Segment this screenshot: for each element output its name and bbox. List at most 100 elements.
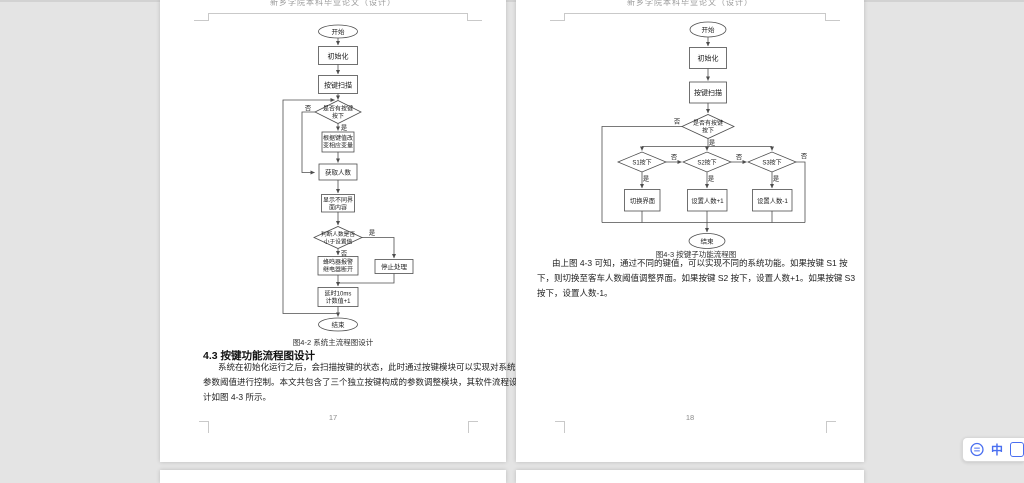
flow-label: 判断人数是否 [321, 230, 355, 238]
figure-caption: 图4-3 按键子功能流程图 [655, 250, 737, 259]
viewer-top-edge [0, 0, 1024, 2]
flow-node-plus [687, 189, 728, 212]
flow-label: 按键扫描 [324, 81, 352, 90]
flow-label-yes: 是 [708, 175, 715, 183]
margin-mark-bottom-right [826, 421, 836, 433]
translator-plugin-icon[interactable] [970, 442, 984, 457]
paragraph-line: 参数阈值进行控制。本文共包含了三个独立按键构成的参数调整模块，其软件流程设 [203, 377, 518, 387]
paragraph-line: 下，则切换至客车人数阈值调整界面。如果按键 S2 按下，设置人数+1。如果按键 … [537, 273, 856, 283]
flow-label: 变相应变量 [323, 142, 353, 150]
flow-label-yes: 是 [341, 124, 348, 132]
flow-node-display [321, 194, 355, 213]
translator-toolbar[interactable]: 中 [962, 437, 1024, 462]
header-rule [208, 13, 468, 14]
flow-node-countdecision [313, 226, 363, 249]
margin-mark-top-right [467, 13, 482, 21]
flow-label-no: 否 [305, 104, 312, 112]
flow-node-minus [752, 189, 793, 212]
flow-label-no: 否 [674, 118, 681, 126]
flow-label-yes: 是 [709, 139, 716, 147]
flow-label: 计数值+1 [326, 297, 352, 305]
flow-label: 初始化 [698, 54, 719, 63]
flow-label: 按下 [702, 127, 714, 135]
flow-label: 显示不同界 [323, 197, 353, 204]
flow-connectors [601, 37, 806, 233]
page-header: 新乡学院本科毕业论文（设计） [627, 0, 753, 7]
flow-label-yes: 是 [643, 175, 650, 183]
flow-node-scan [318, 75, 358, 94]
page-19-top-edge [160, 470, 506, 483]
flow-label-yes: 是 [369, 229, 376, 237]
clipped-toolbar-icon[interactable] [1010, 442, 1024, 457]
flowchart-main: 开始 初始化 按键扫描 是否有按键 按下 否 是 根据键值改 变相应变量 获取人… [282, 24, 414, 332]
page-20-top-edge [516, 470, 864, 483]
flow-label: 开始 [702, 25, 716, 34]
flow-node-init [318, 46, 358, 65]
flow-label: 按下 [332, 112, 344, 120]
flow-label: 结束 [701, 237, 715, 246]
flow-label: 小于设置值 [324, 238, 353, 246]
flow-node-end [688, 233, 726, 249]
figure-caption: 图4-2 系统主流程图设计 [292, 338, 374, 347]
flow-node-delay [317, 287, 359, 307]
body-paragraph: 系统在初始化运行之后，会扫描按键的状态，此时通过按键模块可以实现对系统 参数阈值… [203, 360, 518, 405]
page-header: 新乡学院本科毕业论文（设计） [270, 0, 396, 7]
margin-mark-top-left [194, 13, 209, 21]
flowchart-keys: 开始 初始化 按键扫描 是否有按键 按下 否 是 S1按下 S2按下 S3按下 … [601, 21, 808, 249]
flow-label-no: 否 [736, 153, 743, 161]
flow-label: 延时10ms [325, 290, 352, 298]
flow-label: 结束 [332, 320, 346, 329]
page-number: 18 [685, 413, 695, 422]
flow-node-keydecision [681, 114, 735, 139]
header-rule [564, 13, 826, 14]
flow-label: S1按下 [632, 159, 651, 167]
flow-node-s3 [746, 151, 798, 173]
paragraph-line: 由上图 4-3 可知，通过不同的键值，可以实现不同的系统功能。如果按键 S1 按 [552, 258, 848, 268]
flow-label-yes: 是 [773, 175, 780, 183]
flow-node-s1 [616, 151, 668, 173]
flow-label: 初始化 [328, 52, 349, 61]
margin-mark-bottom-left [199, 421, 209, 433]
flow-label: 蜂鸣器报警 [323, 258, 353, 266]
flow-node-start [318, 24, 358, 39]
flow-node-init [689, 47, 727, 69]
flow-label: 停止处理 [381, 262, 408, 271]
flow-node-update [321, 131, 355, 153]
translate-to-chinese-button[interactable]: 中 [990, 442, 1003, 457]
paragraph-line: 系统在初始化运行之后，会扫描按键的状态，此时通过按键模块可以实现对系统 [218, 362, 516, 372]
margin-mark-bottom-left [555, 421, 565, 433]
flow-label-no: 否 [801, 152, 808, 160]
flow-label: 根据键值改 [323, 134, 353, 142]
flow-label: S2按下 [697, 159, 716, 167]
flow-label-no: 否 [341, 250, 348, 258]
flow-label-no: 否 [671, 153, 678, 161]
flow-node-s2 [681, 151, 733, 173]
flow-node-keydecision [314, 100, 362, 124]
section-heading: 4.3 按键功能流程图设计 [203, 350, 316, 362]
flow-node-start [689, 21, 727, 38]
margin-mark-top-left [550, 13, 565, 21]
flow-node-stop [374, 259, 414, 274]
flow-label: 设置人数+1 [691, 196, 724, 205]
flow-node-switch [624, 189, 661, 212]
margin-mark-bottom-right [468, 421, 478, 433]
flow-label: 是否有按键 [323, 105, 353, 113]
flow-label: S3按下 [762, 159, 781, 167]
flow-node-getcount [318, 163, 358, 181]
page-17: 新乡学院本科毕业论文（设计） [160, 0, 518, 462]
paragraph-line: 计如图 4-3 所示。 [203, 392, 272, 402]
flow-label: 获取人数 [325, 168, 352, 177]
flow-node-alarm [317, 256, 359, 276]
body-paragraph: 由上图 4-3 可知，通过不同的键值，可以实现不同的系统功能。如果按键 S1 按… [537, 256, 855, 301]
flow-label: 开始 [332, 27, 346, 36]
paragraph-line: 按下，设置人数-1。 [537, 288, 613, 298]
margin-mark-top-right [825, 13, 840, 21]
flow-label: 切换界面 [630, 196, 655, 205]
flow-label: 设置人数-1 [757, 196, 788, 205]
flow-label: 面内容 [329, 204, 347, 212]
page-number: 17 [328, 413, 338, 422]
page-18: 新乡学院本科毕业论文（设计） [516, 0, 864, 462]
flow-label: 是否有按键 [693, 119, 723, 127]
flow-label: 按键扫描 [694, 88, 722, 97]
